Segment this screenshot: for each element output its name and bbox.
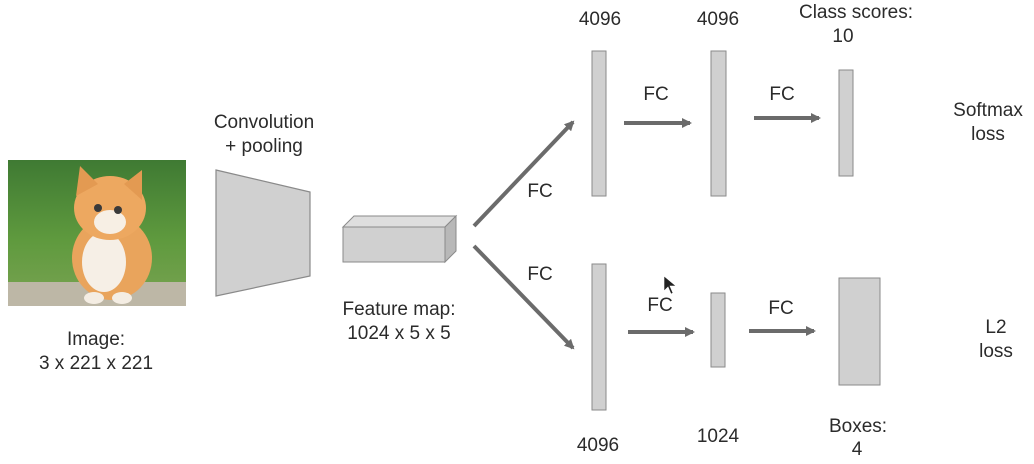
- bottom-fc-in-label: FC: [527, 264, 553, 285]
- boxes-layer: [838, 277, 881, 386]
- bottom-fc-layer-2: [710, 292, 726, 368]
- class-scores-layer: [838, 69, 854, 177]
- boxes-title: Boxes:: [828, 416, 888, 437]
- feature-map-label-title: Feature map:: [342, 299, 456, 320]
- class-scores-count: 10: [832, 26, 854, 47]
- softmax-loss-title: Softmax: [953, 100, 1023, 121]
- l2-loss-subtitle: loss: [979, 341, 1013, 362]
- bottom-fc-layer-1: [591, 263, 607, 411]
- feature-map-label-dims: 1024 x 5 x 5: [347, 323, 451, 344]
- softmax-loss-subtitle: loss: [971, 124, 1005, 145]
- top-layer2-size: 4096: [696, 9, 740, 30]
- conv-label-subtitle: + pooling: [225, 136, 303, 157]
- image-label-title: Image:: [66, 329, 126, 350]
- bottom-layer2-size: 1024: [696, 426, 740, 447]
- image-label-dims: 3 x 221 x 221: [38, 353, 154, 374]
- l2-loss-title: L2: [985, 317, 1007, 338]
- top-fc-layer-2: [710, 50, 727, 197]
- arrow-to-bottom-branch: [472, 244, 575, 350]
- top-fc-layer-1: [591, 50, 607, 197]
- class-scores-title: Class scores:: [798, 2, 914, 23]
- top-fc-out-label: FC: [769, 84, 795, 105]
- mouse-cursor-icon: [663, 275, 677, 295]
- input-image: [8, 160, 186, 306]
- bottom-fc-out-label: FC: [768, 298, 794, 319]
- boxes-count: 4: [851, 439, 863, 460]
- bottom-layer1-size: 4096: [576, 435, 620, 456]
- top-fc-mid-label: FC: [643, 84, 669, 105]
- conv-label-title: Convolution: [213, 112, 315, 133]
- conv-pooling-block: [215, 169, 311, 297]
- arrow-to-top-branch: [472, 120, 575, 228]
- top-layer1-size: 4096: [578, 9, 622, 30]
- top-fc-in-label: FC: [527, 181, 553, 202]
- feature-map-block: [341, 214, 458, 264]
- bottom-fc-mid-label: FC: [647, 295, 673, 316]
